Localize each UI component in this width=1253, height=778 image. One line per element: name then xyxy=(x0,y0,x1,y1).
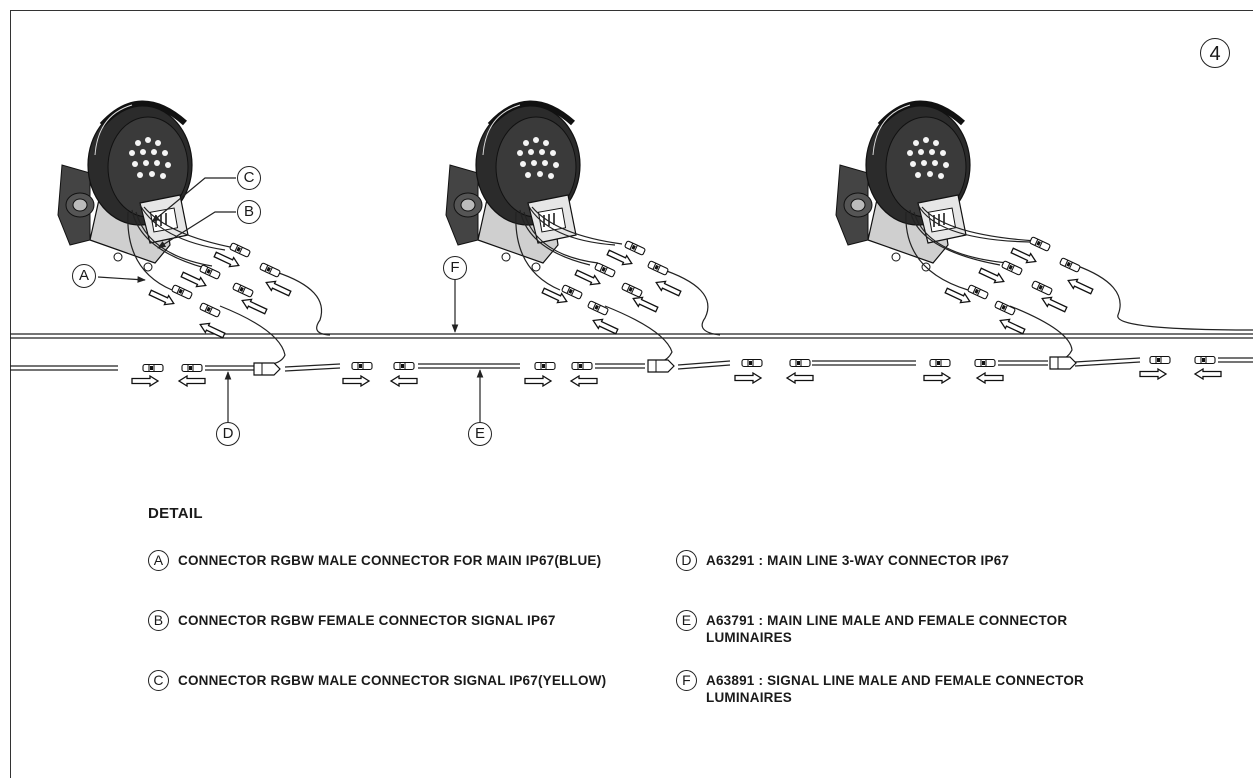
legend-text: CONNECTOR RGBW FEMALE CONNECTOR SIGNAL I… xyxy=(178,613,556,628)
luminaire-group-1 xyxy=(58,103,418,387)
legend-key: A xyxy=(148,550,169,571)
legend-key: B xyxy=(148,610,169,631)
legend-text: A63891 : SIGNAL LINE MALE AND FEMALE CON… xyxy=(706,673,1084,705)
callout-c: C xyxy=(237,166,261,190)
legend-key: C xyxy=(148,670,169,691)
legend-key: D xyxy=(676,550,697,571)
detail-title: DETAIL xyxy=(148,505,203,522)
legend-text: A63791 : MAIN LINE MALE AND FEMALE CONNE… xyxy=(706,613,1068,645)
luminaire-group-2 xyxy=(446,103,814,387)
legend-key: F xyxy=(676,670,697,691)
page-number: 4 xyxy=(1200,38,1230,68)
legend-text: A63291 : MAIN LINE 3-WAY CONNECTOR IP67 xyxy=(706,553,1010,568)
callout-b: B xyxy=(237,200,261,224)
legend-text: CONNECTOR RGBW MALE CONNECTOR FOR MAIN I… xyxy=(178,553,602,568)
callout-f: F xyxy=(443,256,467,280)
legend-text: CONNECTOR RGBW MALE CONNECTOR SIGNAL IP6… xyxy=(178,673,607,688)
callout-d: D xyxy=(216,422,240,446)
legend-key: E xyxy=(676,610,697,631)
leader-lines xyxy=(97,177,484,422)
callout-a: A xyxy=(72,264,96,288)
luminaire-group-3 xyxy=(836,103,1253,384)
callout-e: E xyxy=(468,422,492,446)
drawing-frame xyxy=(10,10,1253,778)
